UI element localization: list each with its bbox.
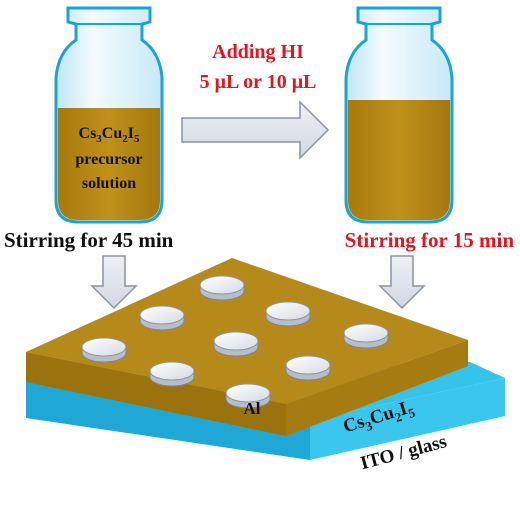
film-front (26, 352, 286, 436)
hi-volume-label: 5 μL or 10 μL (200, 71, 317, 93)
al-electrode (139, 305, 185, 331)
al-electrode (225, 383, 271, 409)
film-top (26, 258, 468, 404)
al-electrode (149, 361, 195, 387)
adding-hi-arrow: Adding HI 5 μL or 10 μL (181, 41, 330, 160)
right-vial-solution (348, 100, 450, 220)
substrate-front (26, 380, 310, 460)
down-arrow-right-icon (378, 255, 426, 310)
al-electrode (285, 355, 331, 381)
al-electrodes (81, 275, 389, 409)
substrate-side (310, 378, 505, 460)
al-electrode-label: Al (244, 399, 261, 418)
al-electrode (81, 337, 127, 363)
left-vial: Cs3Cu2I5 precursor solution (54, 6, 164, 224)
horizontal-arrow-icon (181, 100, 330, 160)
film-side (286, 340, 468, 436)
left-vial-formula: Cs3Cu2I5 (79, 125, 140, 145)
right-vial (344, 6, 454, 224)
al-electrode (199, 275, 245, 301)
device-stack: Al Cs3Cu2I5 ITO / glass (26, 258, 505, 474)
stir-right-label: Stirring for 15 min (345, 228, 515, 252)
left-vial-label-precursor: precursor (75, 151, 142, 168)
al-electrode (265, 301, 311, 327)
al-electrode (213, 331, 259, 357)
adding-hi-label: Adding HI (212, 41, 304, 63)
left-vial-label-solution: solution (82, 175, 136, 192)
left-vial-solution (58, 108, 160, 220)
al-electrode (343, 323, 389, 349)
stir-left-label: Stirring for 45 min (4, 228, 174, 252)
down-arrow-left-icon (90, 255, 138, 310)
